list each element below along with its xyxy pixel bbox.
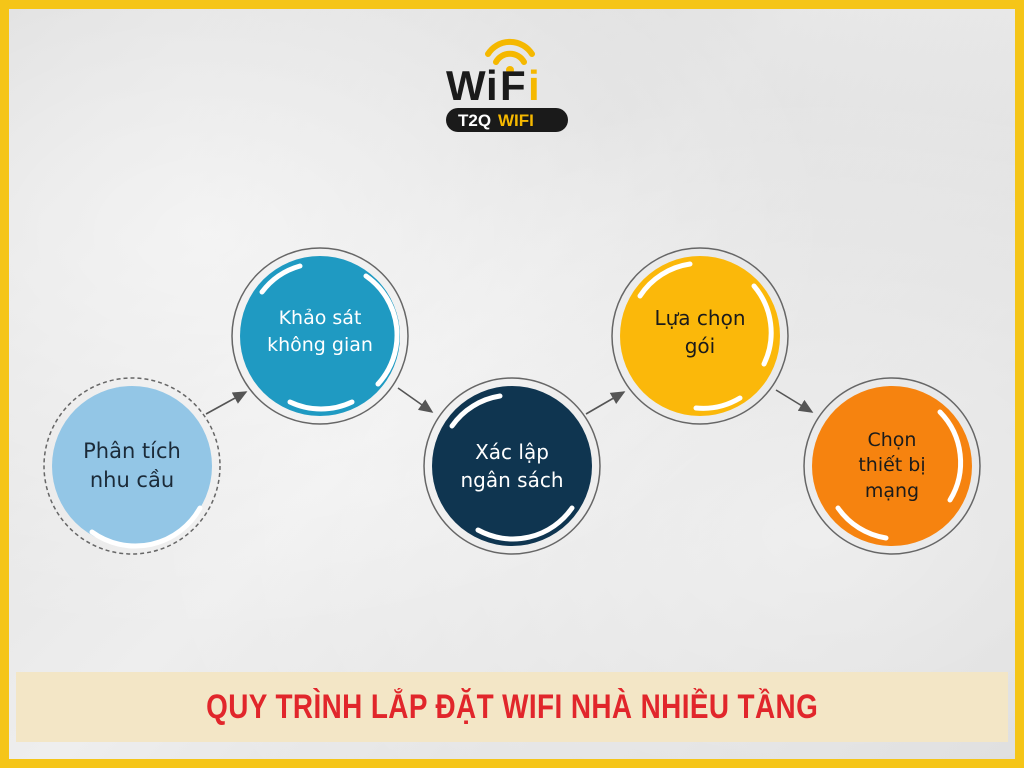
background-panel xyxy=(9,9,1015,759)
step-1: Phân tích nhu cầu xyxy=(52,386,212,546)
arrow-step3-to-step4 xyxy=(585,391,626,415)
arrow-step4-to-step5 xyxy=(775,389,814,413)
step-2-label: Khảo sát không gian xyxy=(267,307,373,356)
step-2: Khảo sát không gian xyxy=(240,256,400,416)
svg-text:T2Q: T2Q xyxy=(458,111,491,130)
step-4-circle xyxy=(611,247,789,425)
svg-text:F: F xyxy=(500,62,526,109)
svg-text:i: i xyxy=(528,62,540,109)
step-3: Xác lập ngân sách xyxy=(432,386,592,546)
step-5-circle xyxy=(803,377,981,555)
svg-text:W: W xyxy=(446,62,486,109)
step-1-circle xyxy=(43,377,221,555)
step-5: Chọn thiết bị mạng xyxy=(812,386,972,546)
step-4: Lựa chọn gói xyxy=(620,256,780,416)
step-2-circle xyxy=(231,247,409,425)
wifi-signal-icon xyxy=(485,38,535,74)
step-1-label: Phân tích nhu cầu xyxy=(83,438,181,492)
page-title: QUY TRÌNH LẮP ĐẶT WIFI NHÀ NHIỀU TẦNG xyxy=(205,687,818,726)
svg-text:WIFI: WIFI xyxy=(498,111,534,130)
step-3-circle xyxy=(423,377,601,555)
t2q-wifi-logo: W i F i T2Q WIFI xyxy=(436,28,576,138)
step-3-label: Xác lập ngân sách xyxy=(460,440,564,492)
svg-text:i: i xyxy=(486,62,498,109)
arrow-step1-to-step2 xyxy=(205,391,248,415)
step-5-label: Chọn thiết bị mạng xyxy=(858,428,926,502)
step-4-label: Lựa chọn gói xyxy=(654,306,746,358)
title-banner: QUY TRÌNH LẮP ĐẶT WIFI NHÀ NHIỀU TẦNG xyxy=(16,672,1008,742)
arrow-step2-to-step3 xyxy=(397,387,434,413)
